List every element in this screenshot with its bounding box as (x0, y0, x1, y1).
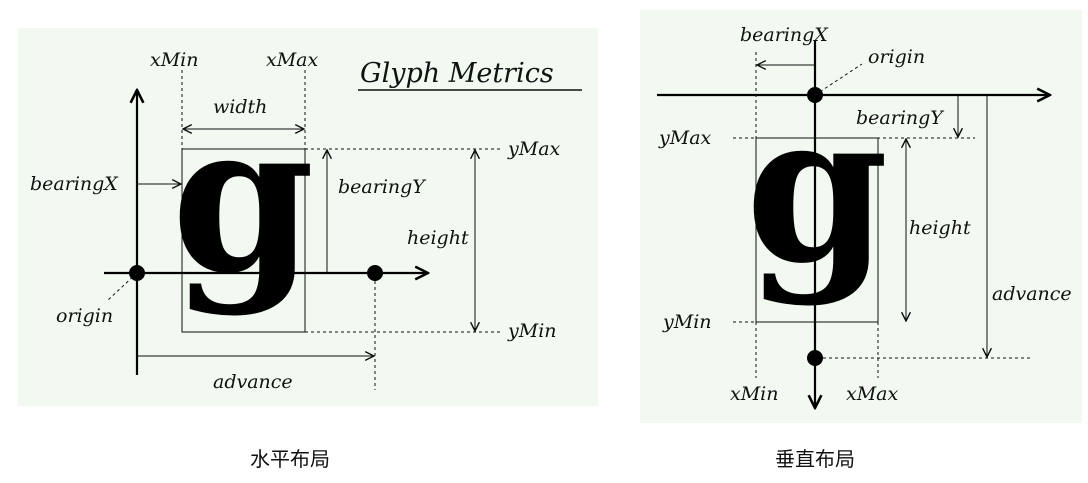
bearingy-label: bearingY (338, 176, 427, 198)
ymax-label: yMax (507, 138, 561, 160)
vertical-xmax-label: xMax (846, 383, 898, 405)
width-label: width (213, 96, 267, 118)
horizontal-bounding-box (181, 148, 306, 333)
horizontal-layout-panel: Glyph Metrics g xMin xMax width (18, 28, 598, 406)
ymin-label: yMin (507, 320, 557, 342)
vertical-bearingx-label: bearingX (740, 24, 829, 46)
origin-leader (107, 272, 138, 301)
horizontal-advance-dot (367, 265, 383, 281)
vertical-origin-label: origin (868, 46, 925, 68)
vertical-panel-background (640, 10, 1082, 423)
vertical-advance-dot (807, 350, 823, 366)
horizontal-guides (107, 70, 500, 390)
origin-label: origin (56, 305, 113, 327)
vertical-advance-label: advance (992, 283, 1072, 305)
vertical-caption: 垂直布局 (775, 447, 855, 471)
vertical-bearingy-label: bearingY (856, 107, 945, 129)
bearingx-label: bearingX (30, 173, 119, 195)
xmin-label: xMin (150, 49, 198, 71)
height-label: height (407, 227, 469, 249)
vertical-guides (733, 52, 1030, 378)
vertical-glyph: g (745, 69, 888, 309)
vertical-ymax-label: yMax (658, 127, 712, 149)
vertical-xmin-label: xMin (730, 383, 778, 405)
horizontal-caption: 水平布局 (250, 447, 330, 471)
horizontal-panel-background (18, 28, 598, 406)
horizontal-glyph: g (171, 79, 314, 319)
vertical-layout-panel: g bearingX origin bearingY yMax height a… (640, 10, 1082, 423)
vertical-height-label: height (909, 217, 971, 239)
xmax-label: xMax (266, 49, 318, 71)
vertical-ymin-label: yMin (662, 311, 712, 333)
horizontal-title: Glyph Metrics (360, 58, 554, 89)
advance-label: advance (213, 371, 293, 393)
